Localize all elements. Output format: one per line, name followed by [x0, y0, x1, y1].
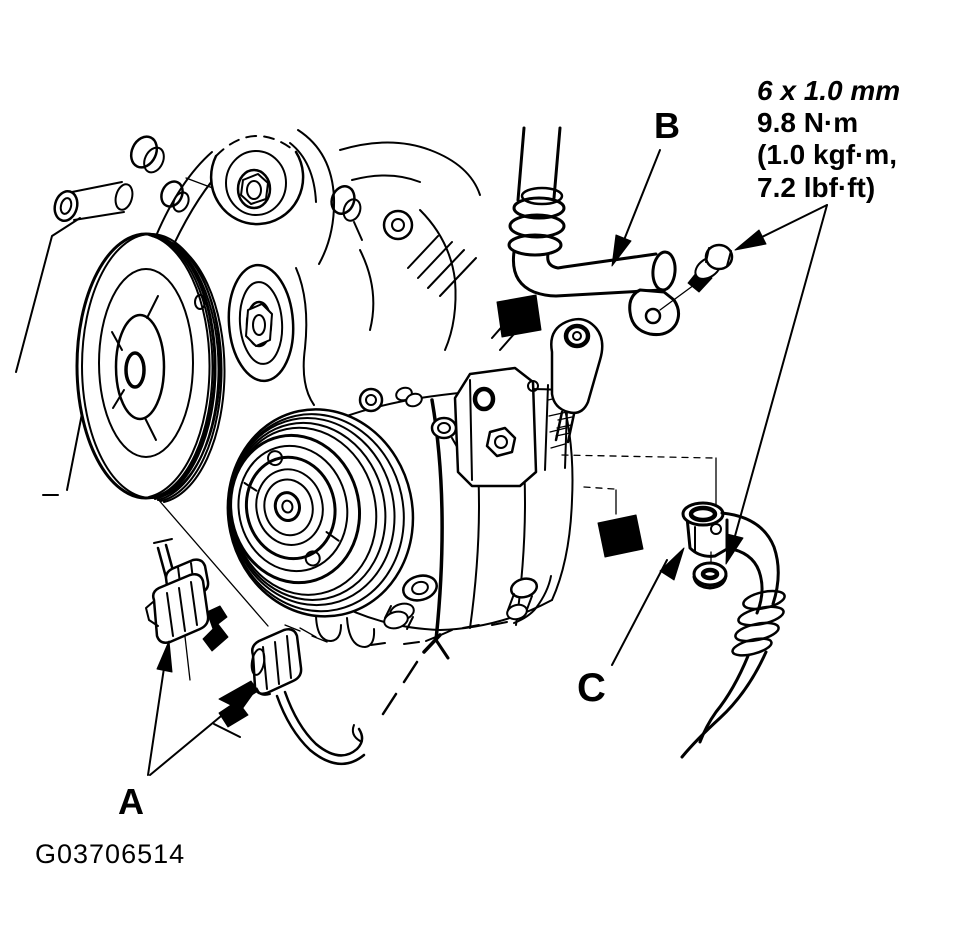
torque-arrowhead-fitting	[725, 533, 744, 565]
figure-id: G03706514	[35, 839, 185, 869]
crank-pulley	[75, 232, 226, 503]
callout-a-arrowhead-1	[156, 640, 173, 673]
compressor-mount-boss	[402, 574, 438, 602]
compressor-clutch-pulley	[226, 408, 415, 618]
torque-bolt-size: 6 x 1.0 mm	[757, 75, 900, 106]
hose-bolt	[687, 243, 734, 293]
hose-end-cap	[651, 250, 677, 292]
engine-block-lines	[15, 129, 717, 716]
clutch-plate-bolt	[267, 450, 284, 467]
torque-lbf: 7.2 lbf·ft)	[757, 172, 875, 203]
hose-bellows-rib	[512, 196, 566, 220]
connector-pigtail-wire	[275, 694, 366, 766]
sealing-washer	[692, 561, 728, 587]
callout-a-leader-2	[149, 701, 239, 776]
tensioner-pulley	[209, 135, 305, 226]
callout-label-c: C	[577, 666, 606, 710]
torque-note: 6 x 1.0 mm 9.8 N·m (1.0 kgf·m, 7.2 lbf·f…	[757, 75, 900, 203]
torque-leader-to-bolt	[761, 204, 828, 238]
compressor-connectors	[145, 538, 366, 766]
idler-pulley	[227, 263, 295, 383]
tensioner-bolt-hex	[240, 173, 269, 205]
harness-clip	[202, 605, 229, 652]
compressor-bracket	[453, 366, 569, 488]
callout-arrows	[147, 149, 828, 776]
callout-c-arrowhead	[659, 547, 685, 581]
suction-hose-b	[507, 126, 695, 336]
hose-bellows-rib	[731, 637, 773, 657]
discharge-hose	[680, 511, 786, 759]
clutch-plate-bolt	[304, 550, 321, 567]
bracket-hex-bolt	[485, 426, 517, 458]
callout-b-leader	[623, 149, 661, 241]
bolt-marker-square-upper	[496, 294, 542, 338]
callout-label-b: B	[654, 105, 680, 146]
idler-bolt-hex	[245, 303, 273, 347]
suction-fitting-boss	[550, 317, 604, 444]
hose-bellows-rib	[508, 213, 566, 239]
callout-c-leader	[611, 559, 668, 666]
torque-nm: 9.8 N·m	[757, 107, 858, 138]
callout-a-arrowhead-2	[229, 687, 258, 713]
connector-pigtail-wire	[283, 690, 364, 757]
bolt-marker-square-lower	[597, 514, 644, 558]
bracket-bolt-hole	[472, 386, 496, 412]
fitting-bolt-hole	[710, 523, 722, 535]
suction-fitting-bolt-hole	[563, 323, 591, 349]
hose-bellows-rib	[507, 233, 563, 257]
hose-mount-lug	[628, 288, 681, 336]
callout-label-a: A	[118, 781, 144, 822]
torque-leader-to-fitting	[734, 204, 828, 537]
callout-b-arrowhead	[611, 234, 632, 267]
bolt-head	[704, 243, 734, 271]
lug-bolt-hole	[644, 307, 662, 325]
discharge-fitting-c	[681, 501, 729, 590]
callout-a-leader-1	[147, 667, 165, 776]
connector-housing-lower	[151, 573, 210, 644]
torque-kgf: (1.0 kgf·m,	[757, 139, 897, 170]
torque-arrowhead-bolt	[734, 229, 767, 251]
